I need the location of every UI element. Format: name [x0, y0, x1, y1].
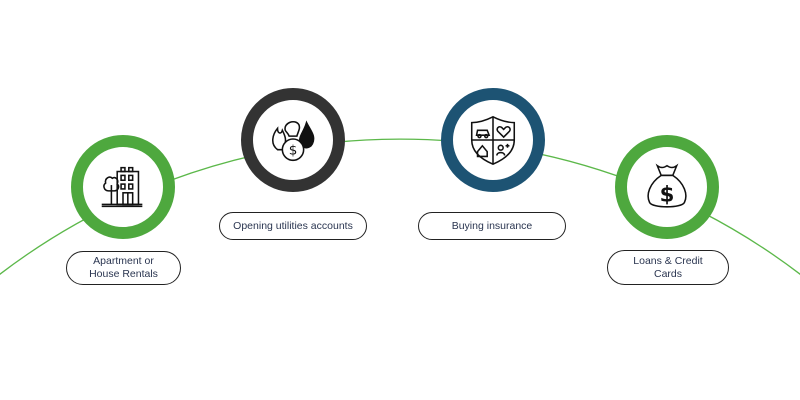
step-apartment-circle: [71, 135, 175, 239]
utilities-money-icon: $: [272, 120, 315, 162]
apartment-building-icon: [101, 166, 143, 208]
svg-text:$: $: [660, 183, 675, 208]
svg-text:$: $: [289, 143, 298, 159]
step-utilities-circle: $: [241, 88, 345, 192]
insurance-shield-icon: [470, 115, 516, 166]
step-utilities-label: Opening utilities accounts: [219, 212, 367, 240]
step-insurance-circle: [441, 88, 545, 192]
money-bag-icon: $: [647, 163, 687, 208]
step-insurance-label: Buying insurance: [418, 212, 566, 240]
step-loans-label: Loans & Credit Cards: [607, 250, 729, 285]
step-apartment-label: Apartment or House Rentals: [66, 251, 181, 285]
step-loans-circle: $: [615, 135, 719, 239]
